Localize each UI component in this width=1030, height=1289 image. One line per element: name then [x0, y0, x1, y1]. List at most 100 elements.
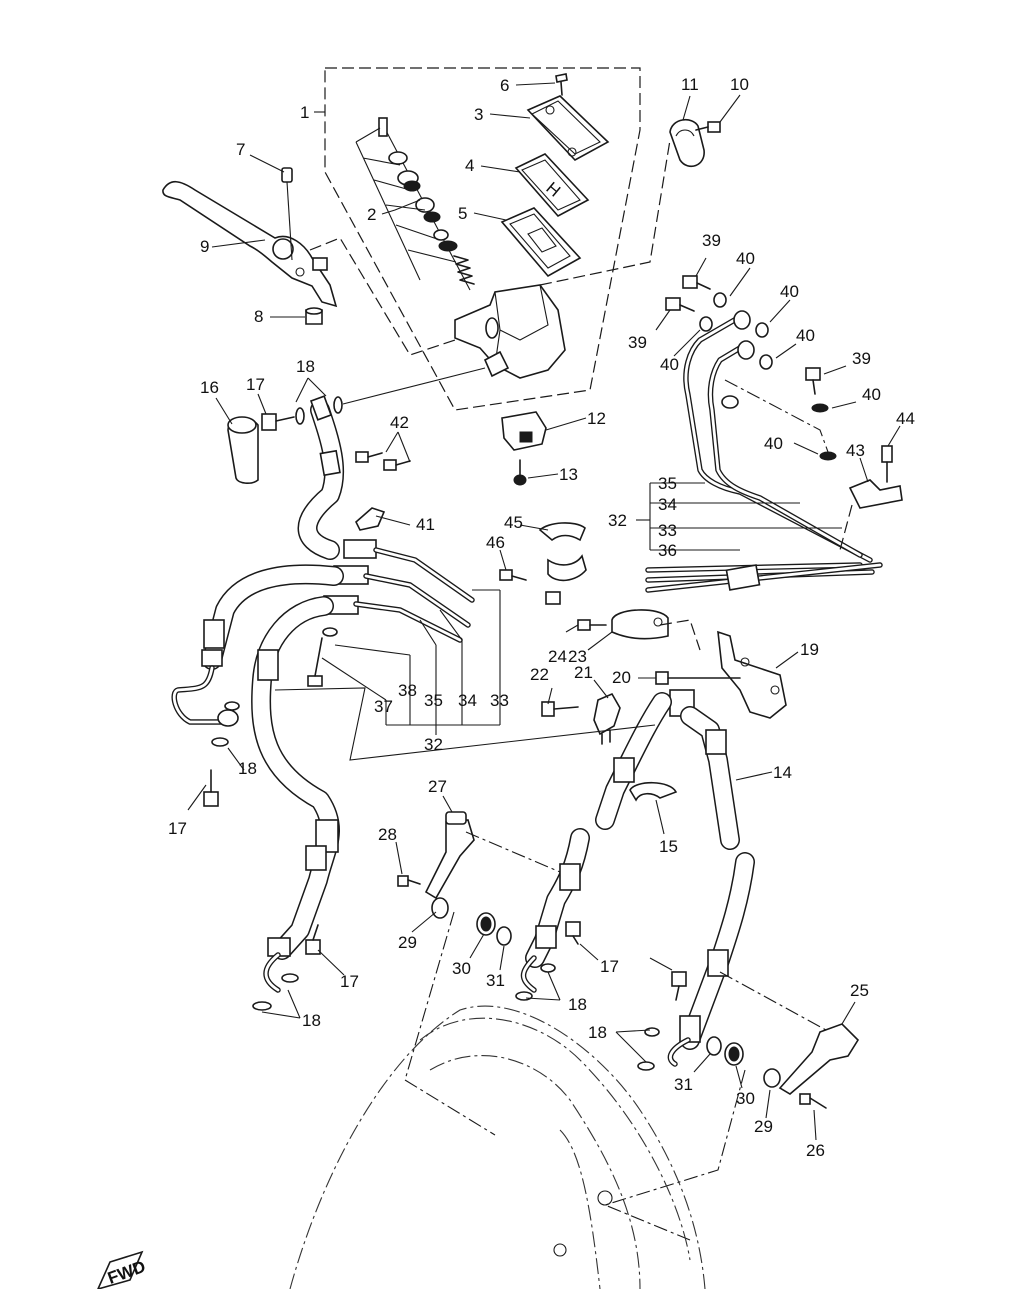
bracket-bolt-44[interactable]: [881, 445, 893, 483]
clamp-bolt-24[interactable]: [577, 619, 607, 631]
lever-alignment-line: [309, 237, 456, 356]
lever-pivot-nut[interactable]: [305, 307, 323, 325]
joint-bolt[interactable]: [307, 627, 338, 687]
grommet-31[interactable]: [496, 926, 512, 946]
callout-6: 6: [500, 76, 509, 95]
callout-3: 3: [474, 105, 483, 124]
callout-41: 41: [416, 515, 435, 534]
right-front-hose-inner[interactable]: [595, 692, 672, 830]
union-bolt-left-caliper[interactable]: [305, 924, 321, 955]
master-cylinder-assembly-boundary: [324, 67, 641, 411]
clamp-bolt[interactable]: [499, 569, 527, 581]
center-caliper-hose[interactable]: [515, 828, 590, 1001]
callout-23: 23: [568, 647, 587, 666]
right-caliper-hose[interactable]: [637, 852, 755, 1071]
hose-joint-bracket[interactable]: [717, 630, 787, 719]
master-cylinder-piston-kit[interactable]: [355, 117, 475, 291]
master-cylinder-holder[interactable]: [669, 119, 705, 168]
hose-holder-25[interactable]: [778, 1023, 860, 1095]
callout-29-left: 29: [398, 933, 417, 952]
callout-39-left: 39: [628, 333, 647, 352]
union-bolt-lower-left[interactable]: [203, 769, 219, 807]
forward-direction-badge: FWD: [97, 1250, 148, 1289]
master-cylinder-body[interactable]: [454, 284, 566, 379]
holder-bolt[interactable]: [695, 121, 721, 133]
right-holder-alignment: [719, 971, 827, 1031]
union-bolt-right[interactable]: [671, 971, 687, 1001]
callout-33-lower: 33: [490, 691, 509, 710]
callout-24: 24: [548, 647, 567, 666]
callout-35-upper: 35: [658, 474, 677, 493]
callout-27: 27: [428, 777, 447, 796]
callout-40-c: 40: [660, 355, 679, 374]
callout-20: 20: [612, 668, 631, 687]
pipe-clamp[interactable]: [538, 522, 587, 605]
callout-32-upper: 32: [608, 511, 627, 530]
callout-labels: 1 2 3 4 5 6 7 8 9 10 11 12 13 14 15 16 1…: [168, 75, 915, 1160]
callout-36: 36: [658, 541, 677, 560]
brake-lever[interactable]: [162, 180, 338, 308]
callout-18-right: 18: [588, 1023, 607, 1042]
brake-light-switch[interactable]: [501, 411, 547, 451]
holder-bolt-26[interactable]: [799, 1093, 827, 1109]
hose-14[interactable]: [680, 706, 740, 850]
holder-alignment-line: [539, 139, 671, 286]
union-bolt-center[interactable]: [565, 921, 581, 945]
callout-32-lower-bracket: [321, 589, 501, 735]
left-front-caliper-hose[interactable]: [251, 596, 340, 1011]
callout-12: 12: [587, 409, 606, 428]
joint-bolt-22[interactable]: [541, 701, 579, 717]
brake-pipe-set-right[interactable]: [645, 315, 883, 593]
callout-45: 45: [504, 513, 523, 532]
callout-18-center: 18: [568, 995, 587, 1014]
callout-40-f: 40: [764, 434, 783, 453]
banjo-cover[interactable]: [227, 416, 259, 484]
callout-43: 43: [846, 441, 865, 460]
collar-30[interactable]: [476, 912, 496, 936]
reservoir-screw[interactable]: [555, 73, 568, 96]
callout-30-right: 30: [736, 1089, 755, 1108]
lever-pivot-bolt[interactable]: [281, 167, 293, 261]
left-holder-alignment: [465, 831, 561, 873]
union-bolts-39[interactable]: [665, 275, 821, 395]
callout-11: 11: [681, 75, 699, 94]
holder-bolt-28[interactable]: [397, 875, 421, 887]
pipe-bracket[interactable]: [848, 479, 903, 509]
collar-30-right[interactable]: [724, 1042, 744, 1066]
callout-13: 13: [559, 465, 578, 484]
callout-30-left: 30: [452, 959, 471, 978]
callout-26: 26: [806, 1141, 825, 1160]
clamp-23[interactable]: [611, 609, 669, 640]
hose-bracket[interactable]: [355, 507, 386, 531]
callout-leaders: [187, 82, 901, 1141]
reservoir-cap[interactable]: [526, 95, 610, 161]
pipe-alignment-line: [724, 379, 829, 453]
callout-32-upper-bracket: [636, 482, 842, 551]
callout-7: 7: [236, 140, 245, 159]
upper-brake-hose[interactable]: [297, 395, 345, 560]
callout-21: 21: [574, 663, 593, 682]
bracket-bolt-20[interactable]: [655, 671, 741, 685]
callout-1: 1: [300, 103, 309, 122]
left-brake-hose[interactable]: [171, 564, 344, 747]
grommet-29[interactable]: [431, 897, 449, 919]
copper-washer[interactable]: [295, 396, 343, 425]
callout-19: 19: [800, 640, 819, 659]
callout-17-left: 17: [168, 819, 187, 838]
callout-40-a: 40: [736, 249, 755, 268]
brake-pipe-set-left[interactable]: [353, 547, 475, 643]
callout-40-b: 40: [780, 282, 799, 301]
switch-screw[interactable]: [513, 459, 527, 486]
grommet-31-right[interactable]: [706, 1036, 722, 1056]
copper-washers-40[interactable]: [699, 292, 837, 461]
diaphragm-holder[interactable]: H: [514, 153, 590, 218]
hose-clip[interactable]: [629, 781, 678, 802]
reservoir-diaphragm[interactable]: [500, 207, 582, 278]
hose-holder-27[interactable]: [424, 811, 475, 900]
callout-44: 44: [896, 409, 915, 428]
callout-40-d: 40: [796, 326, 815, 345]
grommet-29-right[interactable]: [763, 1068, 781, 1088]
bracket-bolt[interactable]: [355, 451, 411, 471]
union-bolt[interactable]: [261, 413, 295, 431]
union-alignment-line: [342, 367, 486, 405]
